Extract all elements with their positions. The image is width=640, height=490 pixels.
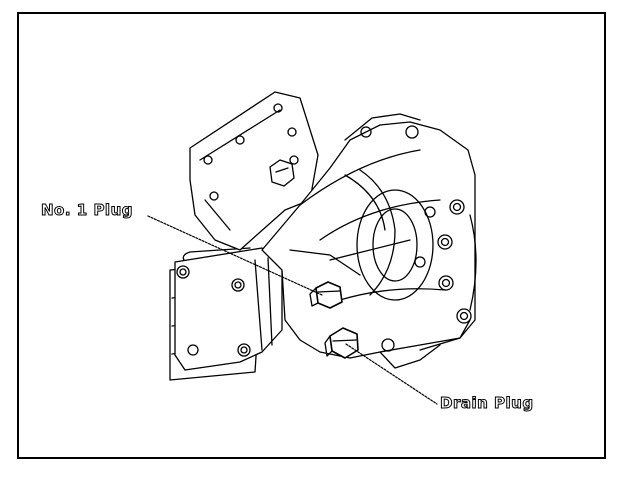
no1-plug-leader	[147, 215, 323, 296]
mounting-plate	[189, 91, 319, 251]
drain-plug-icon	[324, 327, 359, 359]
axle-flange	[174, 247, 283, 371]
upper-plug-icon	[269, 159, 295, 187]
no1-plug-label: No. 1 Plug	[41, 201, 134, 219]
no1-plug-icon	[309, 281, 343, 309]
flange-bolts	[414, 199, 477, 324]
drain-plug-label: Drain Plug	[440, 394, 534, 412]
callout-leaders	[147, 215, 438, 405]
differential-housing	[261, 113, 476, 369]
drain-plug-leader	[345, 343, 438, 405]
